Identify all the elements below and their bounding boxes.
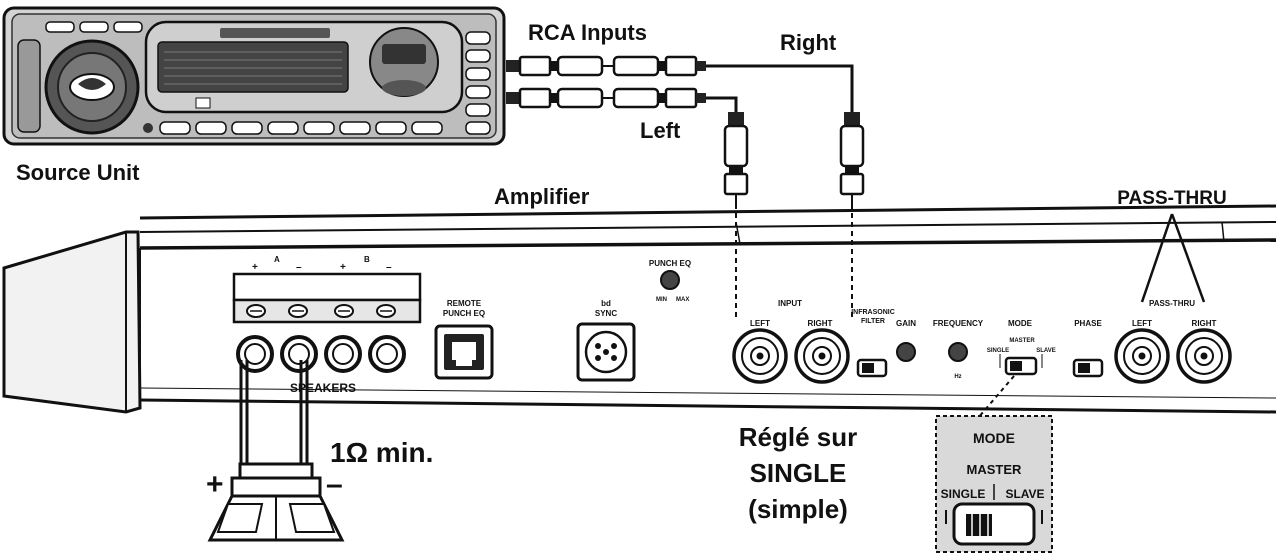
terminal-a-minus: –	[296, 262, 302, 273]
inset-master-label: MASTER	[967, 462, 1023, 477]
amplifier-body	[2, 204, 1276, 414]
source-unit-label: Source Unit	[16, 160, 140, 185]
sync-label: SYNC	[595, 309, 617, 318]
rca-plug-right-vertical	[839, 112, 865, 204]
infrasonic-label: INFRASONIC	[851, 309, 895, 316]
input-guide-lines	[735, 204, 853, 318]
source-unit	[2, 6, 506, 146]
speaker-plus-label: +	[206, 468, 224, 501]
speaker-output-jacks	[236, 335, 406, 373]
terminal-b-minus: –	[386, 262, 392, 273]
remote-punch-eq-label: PUNCH EQ	[443, 309, 485, 318]
mode-inset-pointer	[977, 375, 1015, 419]
punch-eq-min: MIN	[656, 297, 667, 303]
punch-eq-knob-icon	[660, 270, 680, 290]
input-left-label: LEFT	[750, 319, 770, 328]
speaker-wires	[239, 360, 309, 468]
inset-mode-label: MODE	[973, 430, 1015, 446]
punch-eq-label: PUNCH EQ	[649, 259, 691, 268]
phase-label: PHASE	[1074, 319, 1102, 328]
pass-thru-callout-label: PASS-THRU	[1117, 188, 1226, 209]
remote-punch-eq-jack	[434, 324, 494, 380]
inset-slave-label: SLAVE	[1005, 487, 1044, 501]
terminal-a-plus: +	[252, 262, 258, 273]
mode-master-label: MASTER	[1009, 338, 1035, 344]
gain-label: GAIN	[896, 319, 916, 328]
regle-sur-label: Réglé sur	[739, 422, 858, 452]
remote-label: REMOTE	[447, 299, 482, 308]
infrasonic-filter-label: FILTER	[861, 318, 885, 325]
mode-inset	[935, 415, 1053, 553]
inset-single-label: SINGLE	[941, 487, 986, 501]
pass-thru-rca-jacks	[1114, 328, 1232, 384]
gain-knob-icon	[896, 342, 916, 362]
left-label: Left	[640, 118, 681, 143]
right-label: Right	[780, 30, 837, 55]
mode-single-label: SINGLE	[987, 348, 1009, 354]
input-right-label: RIGHT	[808, 319, 833, 328]
amplifier-label: Amplifier	[494, 184, 590, 209]
frequency-knob-icon	[948, 342, 968, 362]
terminal-a-label: A	[274, 255, 280, 264]
bd-sync-connector	[576, 322, 636, 382]
rca-plug-pair-bottom	[506, 87, 706, 109]
single-label: SINGLE	[750, 458, 847, 488]
phase-switch	[1072, 358, 1104, 378]
rca-plug-pair-top	[506, 55, 706, 77]
input-rca-jacks	[732, 328, 850, 384]
rca-inputs-label: RCA Inputs	[528, 20, 647, 45]
rca-cables	[706, 64, 854, 112]
pass-thru-callout-lines	[1140, 213, 1206, 303]
pass-thru-right-label: RIGHT	[1192, 319, 1217, 328]
impedance-label: 1Ω min.	[330, 437, 433, 468]
speaker-terminal-block	[232, 272, 422, 324]
simple-label: (simple)	[748, 494, 848, 524]
mode-slave-label: SLAVE	[1036, 348, 1056, 354]
terminal-b-label: B	[364, 255, 370, 264]
input-label: INPUT	[778, 299, 802, 308]
terminal-b-plus: +	[340, 262, 346, 273]
frequency-hz: Hz	[954, 374, 961, 380]
punch-eq-max: MAX	[676, 297, 689, 303]
mode-switch	[999, 354, 1043, 376]
pass-thru-left-label: LEFT	[1132, 319, 1152, 328]
rca-plug-left-vertical	[723, 112, 749, 204]
speaker-minus-label: –	[326, 468, 343, 501]
mode-label: MODE	[1008, 319, 1033, 328]
frequency-label: FREQUENCY	[933, 319, 984, 328]
bd-label: bd	[601, 299, 611, 308]
panel-pass-thru-label: PASS-THRU	[1149, 299, 1195, 308]
speaker-icon	[207, 462, 345, 542]
infrasonic-filter-switch	[856, 358, 888, 378]
